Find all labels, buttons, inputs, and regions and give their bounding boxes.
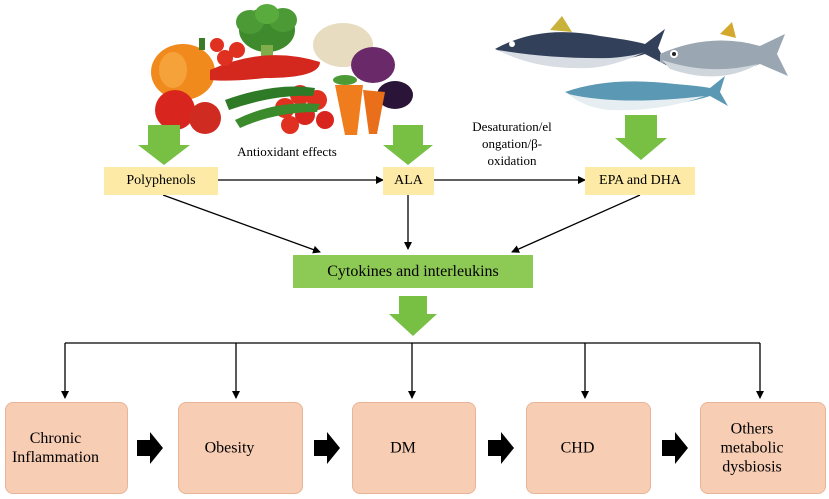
desaturation-line-3: oxidation [487, 153, 537, 168]
right-arrow-icon [314, 432, 340, 464]
outcome-chronic-inflammation: Chronic Inflammation [5, 402, 128, 494]
antioxidant-note: Antioxidant effects [237, 144, 337, 159]
cytokines-box: Cytokines and interleukins [293, 255, 533, 288]
fish-image [495, 16, 788, 111]
ala-box: ALA [383, 167, 434, 195]
outcome-others-metabolic-dysbiosis: Others metabolic dysbiosis [700, 402, 826, 494]
ala-label: ALA [394, 173, 423, 188]
right-arrow-icon [662, 432, 688, 464]
green-down-arrow-icon [138, 125, 190, 165]
link-polyphenols-cytokines [162, 194, 321, 254]
desaturation-line-2: ongation/β- [481, 136, 543, 151]
right-arrow-icon [137, 432, 163, 464]
outcome-obesity: Obesity [178, 402, 303, 494]
green-down-arrow-icon [615, 115, 667, 160]
link-epa-cytokines [511, 194, 641, 253]
green-down-arrow-icon [389, 296, 437, 336]
polyphenols-label: Polyphenols [126, 173, 196, 188]
outcome-chd: CHD [526, 402, 651, 494]
epa-dha-label: EPA and DHA [599, 173, 681, 188]
green-down-arrow-icon [383, 125, 433, 165]
polyphenols-box: Polyphenols [104, 167, 218, 195]
cytokines-label: Cytokines and interleukins [327, 262, 499, 280]
desaturation-note: Desaturation/el ongation/β- oxidation [448, 118, 576, 169]
right-arrow-icon [488, 432, 514, 464]
outcome-dm: DM [352, 402, 476, 494]
vegetables-image [151, 4, 413, 135]
epa-dha-box: EPA and DHA [585, 167, 695, 195]
desaturation-line-1: Desaturation/el [472, 119, 552, 134]
